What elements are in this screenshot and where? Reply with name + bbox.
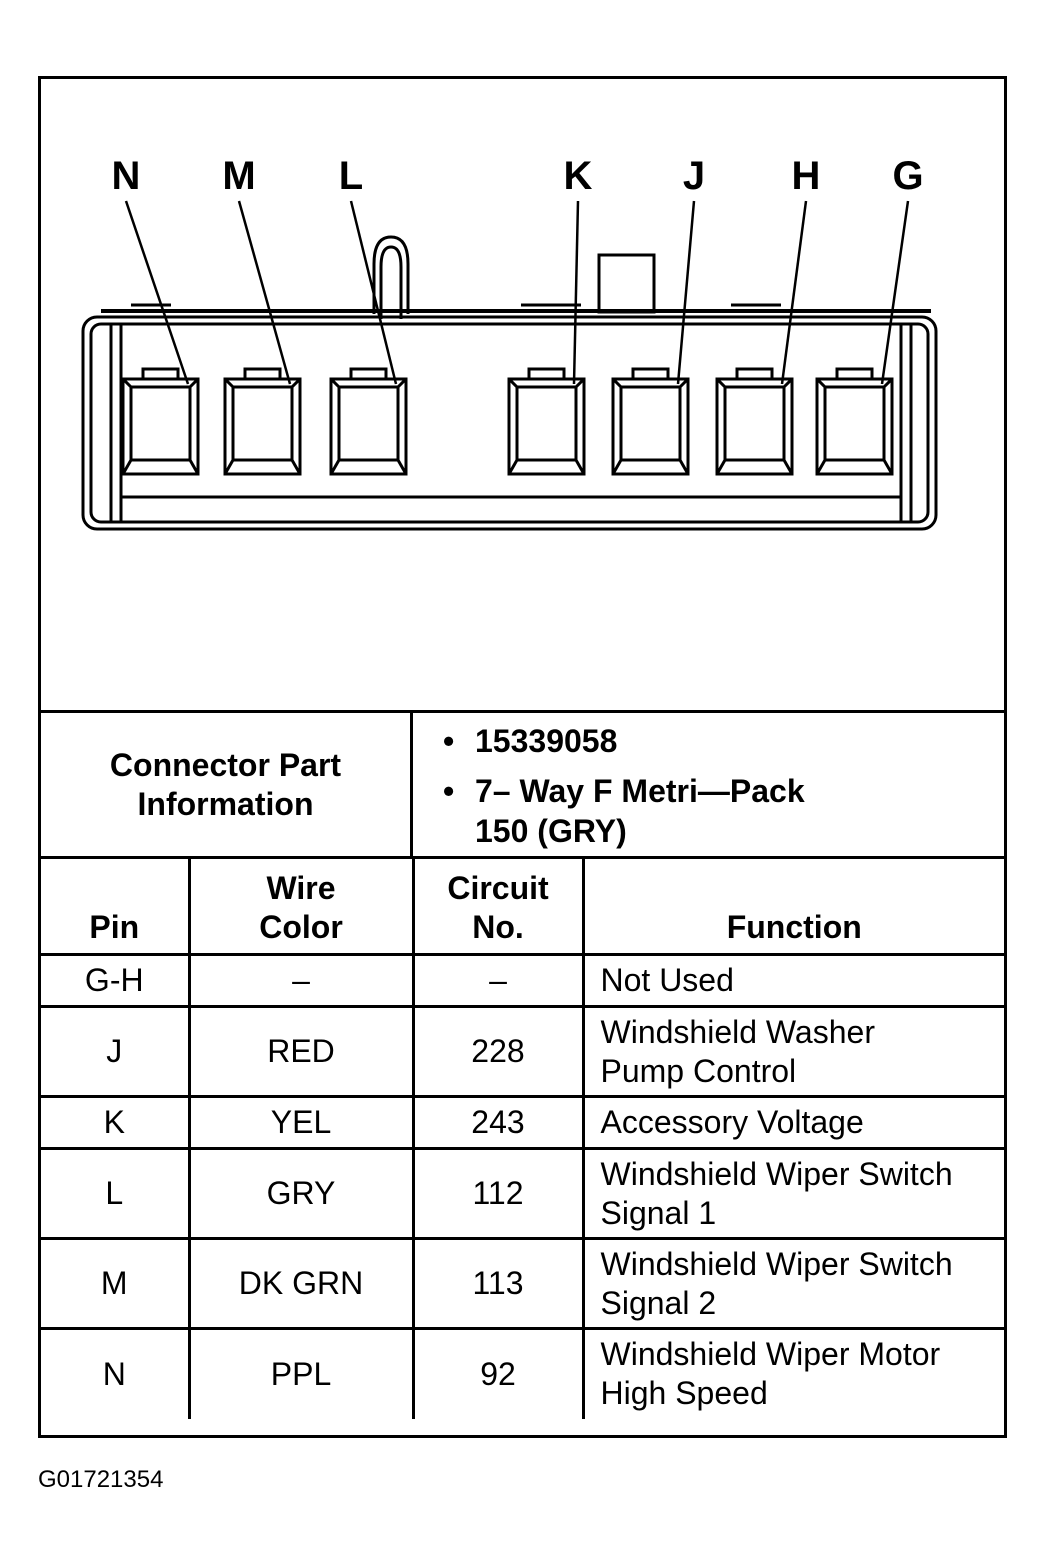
cell-circuit: – (411, 953, 585, 1008)
leader-line-j (676, 200, 696, 385)
terminal-cavity-h (715, 367, 794, 476)
connector-figure: N M L K J H G Connector Part Information… (38, 76, 1007, 1438)
pin-label-l: L (339, 154, 363, 198)
cell-pin: G-H (41, 953, 191, 1008)
header-pin: Pin (41, 856, 191, 956)
bullet: • (443, 773, 455, 809)
cell-function: Not Used (581, 953, 1004, 1008)
terminal-cavity-m (223, 367, 302, 476)
cell-circuit: 228 (411, 1005, 585, 1098)
terminal-cavity-g (815, 367, 894, 476)
connector-drawing: N M L K J H G (81, 154, 938, 531)
cell-circuit: 113 (411, 1237, 585, 1330)
leader-line-g (880, 200, 910, 385)
cell-circuit: 112 (411, 1147, 585, 1240)
pin-label-m: M (222, 154, 255, 198)
terminal-cavity-k (507, 367, 586, 476)
description-item: • 7– Way F Metri—Pack 150 (GRY) (443, 771, 805, 851)
figure-id: G01721354 (38, 1466, 164, 1493)
leader-line-m (237, 200, 292, 385)
info-label-line1: Connector Part (109, 746, 342, 783)
bullet: • (443, 723, 455, 759)
pin-label-k: K (564, 154, 593, 198)
connector-info-list: • 15339058 • 7– Way F Metri—Pack 150 (GR… (413, 713, 1004, 856)
connector-part-information: Connector Part Information • 15339058 • … (41, 710, 1004, 859)
cell-wire-color: PPL (187, 1327, 415, 1419)
leader-line-h (780, 200, 808, 385)
locking-tab (372, 235, 410, 319)
pin-label-g: G (892, 154, 923, 198)
cell-circuit: 243 (411, 1095, 585, 1150)
connector-info-label: Connector Part Information (41, 713, 413, 856)
connector-diagram: N M L K J H G (41, 79, 1010, 713)
cell-wire-color: YEL (187, 1095, 415, 1150)
info-label-line2: Information (137, 785, 314, 822)
cell-pin: K (41, 1095, 191, 1150)
table-row: G-H – – Not Used (41, 953, 1004, 1008)
cell-pin: J (41, 1005, 191, 1098)
cell-wire-color: GRY (187, 1147, 415, 1240)
description-line1: 7– Way F Metri—Pack (475, 773, 805, 809)
terminal-cavity-l (329, 367, 408, 476)
cell-wire-color: – (187, 953, 415, 1008)
terminal-cavity-n (121, 367, 200, 476)
cell-pin: N (41, 1327, 191, 1419)
table-row: K YEL 243 Accessory Voltage (41, 1095, 1004, 1150)
cell-pin: M (41, 1237, 191, 1330)
leader-line-k (572, 200, 580, 385)
leader-line-l (349, 200, 398, 385)
leader-line-n (124, 200, 190, 385)
terminal-cavity-j (611, 367, 690, 476)
cell-function: Accessory Voltage (581, 1095, 1004, 1150)
part-number: 15339058 (475, 723, 618, 759)
cell-wire-color: DK GRN (187, 1237, 415, 1330)
polarization-key (597, 253, 656, 314)
cell-pin: L (41, 1147, 191, 1240)
pin-label-j: J (683, 154, 705, 198)
pin-label-n: N (112, 154, 141, 198)
part-number-item: • 15339058 (443, 721, 618, 761)
pin-label-h: H (792, 154, 821, 198)
header-function: Function (581, 856, 1004, 956)
description-line2: 150 (GRY) (475, 813, 627, 849)
cell-circuit: 92 (411, 1327, 585, 1419)
cell-wire-color: RED (187, 1005, 415, 1098)
